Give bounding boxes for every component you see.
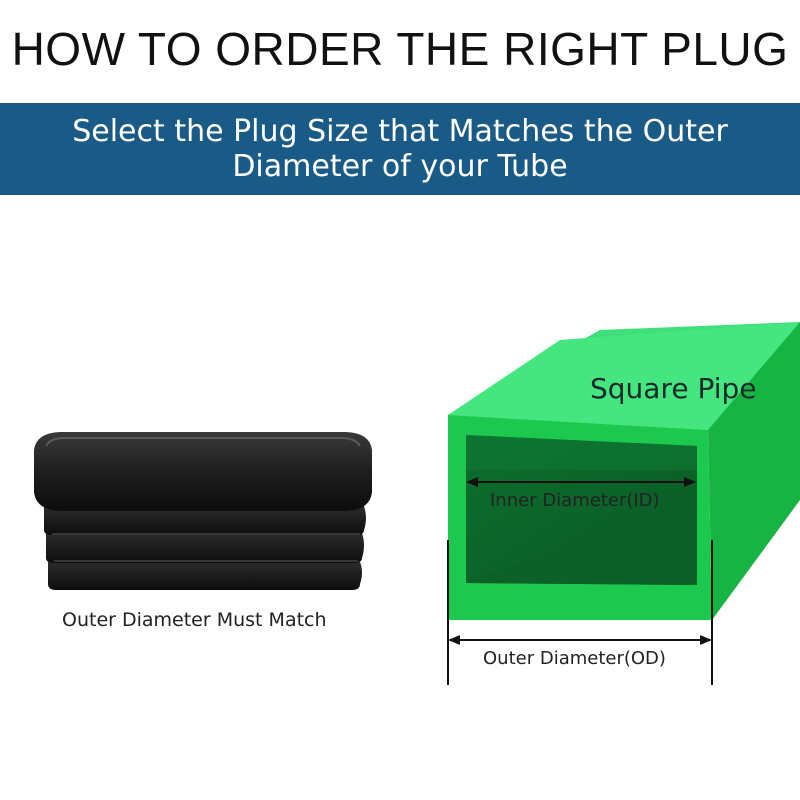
plug-image <box>34 432 372 590</box>
plug-rib-3 <box>48 562 362 590</box>
plug-rib-2 <box>46 533 364 563</box>
square-pipe-image <box>448 322 800 620</box>
plug-cap <box>34 432 372 511</box>
inner-diameter-label: Inner Diameter(ID) <box>490 490 660 511</box>
inner-diameter-arrow <box>466 477 696 487</box>
pipe-side-face <box>708 322 800 620</box>
page-title: HOW TO ORDER THE RIGHT PLUG <box>11 23 789 75</box>
outer-diameter-arrow <box>447 540 713 685</box>
plug-caption: Outer Diameter Must Match <box>62 609 327 631</box>
pipe-title: Square Pipe <box>590 372 757 405</box>
banner-line-2: Diameter of your Tube <box>232 149 568 184</box>
plug-rib-1 <box>44 506 366 535</box>
outer-diameter-label: Outer Diameter(OD) <box>483 648 666 669</box>
instruction-banner: Select the Plug Size that Matches the Ou… <box>0 103 800 195</box>
banner-line-1: Select the Plug Size that Matches the Ou… <box>72 114 728 149</box>
